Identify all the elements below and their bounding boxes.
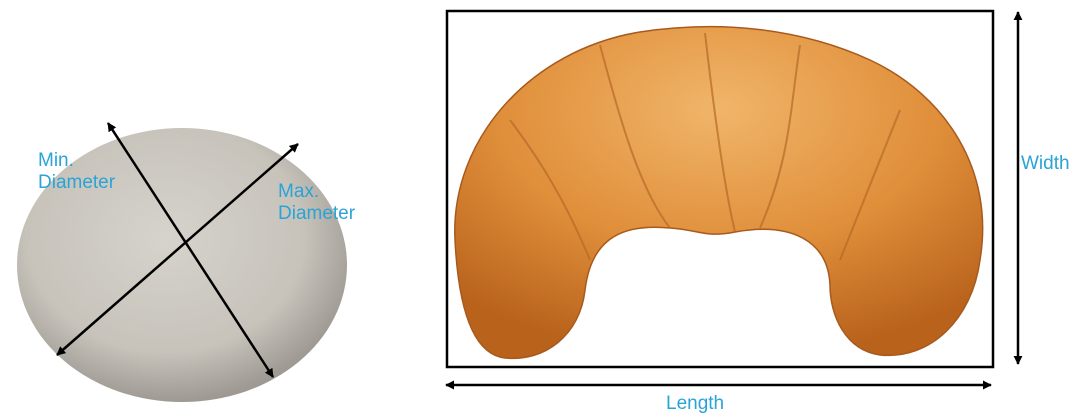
- length-label: Length: [666, 393, 724, 415]
- min-diameter-label: Min. Diameter: [38, 150, 115, 194]
- croissant-figure: [447, 11, 993, 367]
- width-label: Width: [1021, 153, 1070, 175]
- croissant-icon: [455, 27, 983, 359]
- max-diameter-label: Max. Diameter: [278, 181, 355, 225]
